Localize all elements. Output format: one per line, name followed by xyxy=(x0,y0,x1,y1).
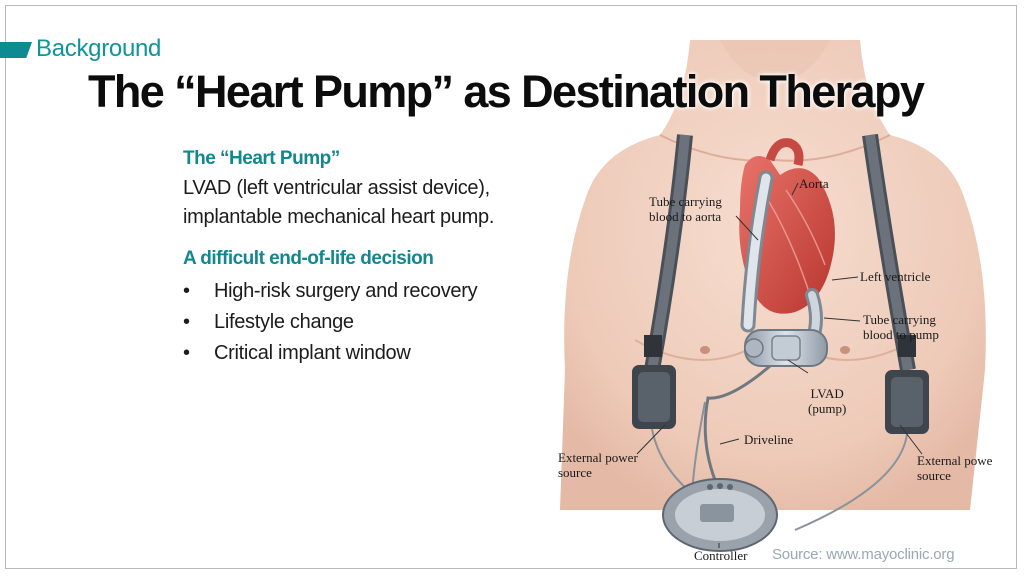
label-tube-aorta: Tube carrying blood to aorta xyxy=(649,194,722,224)
label-lvad-line: (pump) xyxy=(808,401,847,416)
leader-lines xyxy=(636,182,923,548)
label-external-power-right-line: source xyxy=(917,468,951,483)
content-block: The “Heart Pump” LVAD (left ventricular … xyxy=(183,148,573,369)
label-aorta: Aorta xyxy=(799,176,829,191)
description-line: LVAD (left ventricular assist device), xyxy=(183,177,490,199)
power-straps xyxy=(644,133,916,372)
slide-title: The “Heart Pump” as Destination Therapy xyxy=(88,66,925,117)
bullet-list: High-risk surgery and recovery Lifestyle… xyxy=(183,276,573,369)
label-tube-pump-line: blood to pump xyxy=(863,327,939,342)
bullet-item: Critical implant window xyxy=(183,338,573,369)
bullet-item: High-risk surgery and recovery xyxy=(183,276,573,307)
label-controller: Controller xyxy=(694,548,748,563)
heading-heart-pump: The “Heart Pump” xyxy=(183,148,340,169)
label-left-ventricle: Left ventricle xyxy=(860,269,931,284)
section-label: Background xyxy=(36,35,162,62)
label-external-power-left-line: source xyxy=(558,465,592,480)
source-credit: Source: www.mayoclinic.org xyxy=(772,546,955,563)
label-external-power-right-line: External powe xyxy=(917,453,993,468)
heading-end-of-life: A difficult end-of-life decision xyxy=(183,248,434,269)
label-tube-pump: Tube carrying blood to pump xyxy=(863,312,939,342)
label-external-power-left-line: External power xyxy=(558,450,638,465)
label-tube-pump-line: Tube carrying xyxy=(863,312,936,327)
description-line: implantable mechanical heart pump. xyxy=(183,206,495,228)
lvad-illustration xyxy=(560,40,986,552)
label-external-power-right: External powe source xyxy=(917,453,992,483)
controller xyxy=(662,478,778,552)
lvad-pump xyxy=(744,329,828,367)
driveline xyxy=(703,364,771,481)
bullet-item: Lifestyle change xyxy=(183,307,573,338)
label-lvad: LVAD (pump) xyxy=(808,386,846,416)
accent-bar xyxy=(0,42,32,58)
label-driveline: Driveline xyxy=(744,432,794,447)
label-tube-aorta-line: Tube carrying xyxy=(649,194,722,209)
label-external-power-left: External power source xyxy=(558,450,638,480)
slide-border xyxy=(5,5,1017,569)
label-tube-aorta-line: blood to aorta xyxy=(649,209,722,224)
label-lvad-line: LVAD xyxy=(810,386,844,401)
lvad-description: LVAD (left ventricular assist device), i… xyxy=(183,174,573,232)
